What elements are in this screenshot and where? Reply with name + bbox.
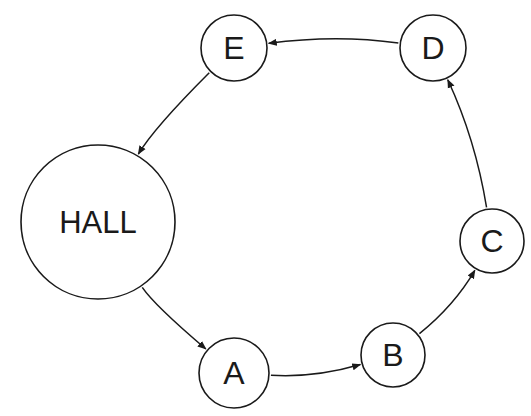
node-label: C (480, 225, 503, 257)
station-circle: A (198, 337, 270, 409)
node-label: HALL (59, 207, 137, 238)
station-circle: E (200, 14, 268, 82)
flow-arrow (419, 270, 474, 333)
node-label: E (223, 32, 244, 64)
node-label: B (382, 339, 403, 371)
flow-arrow (269, 39, 399, 44)
flow-arrow (138, 73, 209, 154)
flow-arrow (448, 80, 487, 208)
node-label: D (421, 32, 444, 64)
flow-arrow (142, 287, 206, 349)
node-label: A (223, 357, 244, 389)
station-circle: D (399, 14, 467, 82)
flow-arrow (271, 365, 360, 376)
station-circle: C (459, 208, 525, 274)
station-circle: B (360, 322, 426, 388)
station-circle: HALL (20, 144, 176, 300)
